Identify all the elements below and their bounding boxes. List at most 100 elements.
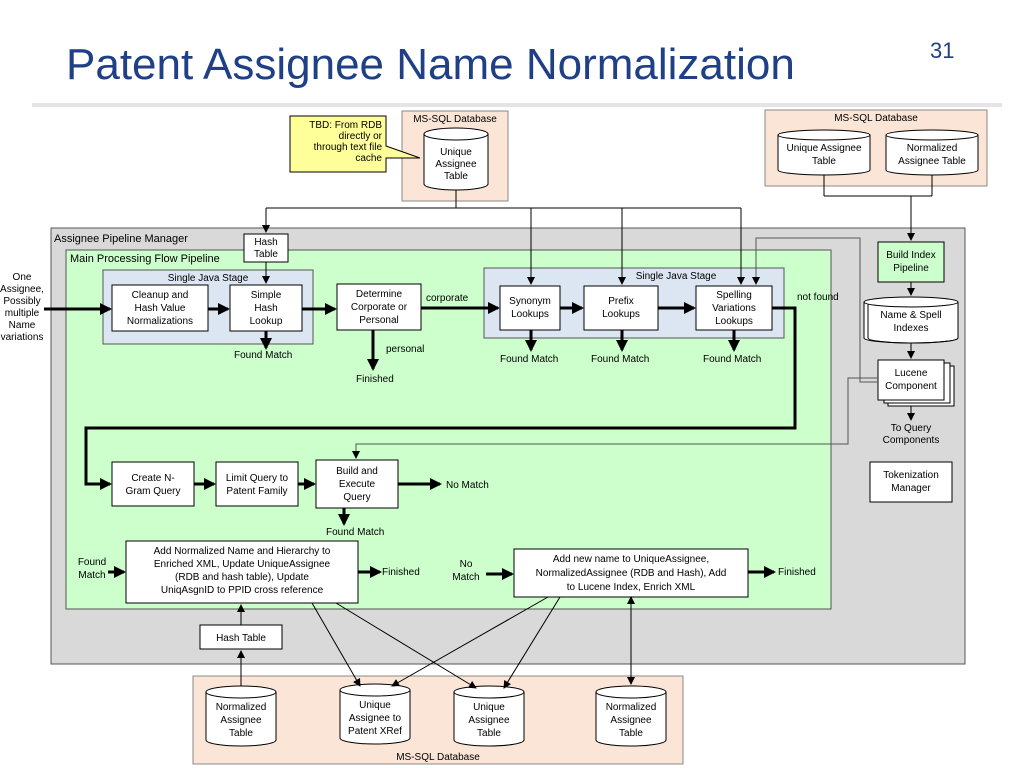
svg-text:Create N-: Create N- [131, 473, 174, 484]
svg-text:Hash Value: Hash Value [135, 303, 186, 314]
svg-text:Unique: Unique [359, 700, 391, 711]
svg-text:(RDB and hash table), Update: (RDB and hash table), Update [175, 572, 309, 583]
svg-text:Pipeline: Pipeline [893, 263, 929, 274]
personal-label: personal [386, 344, 424, 355]
svg-text:NormalizedAssignee (RDB and Ha: NormalizedAssignee (RDB and Hash), Add [536, 568, 727, 579]
found-match-label: Found Match [591, 354, 649, 365]
svg-text:Hash: Hash [254, 237, 277, 248]
svg-text:MS-SQL Database: MS-SQL Database [834, 113, 918, 124]
svg-text:Add Normalized Name and Hierar: Add Normalized Name and Hierarchy to [154, 546, 331, 557]
svg-text:Patent Family: Patent Family [226, 486, 287, 497]
svg-text:Hash: Hash [254, 303, 277, 314]
svg-text:Assignee Table: Assignee Table [898, 156, 966, 167]
svg-text:Unique Assignee: Unique Assignee [786, 143, 861, 154]
svg-text:Tokenization: Tokenization [883, 470, 939, 481]
add-new-name-box: Add new name to UniqueAssignee, Normaliz… [513, 548, 749, 598]
spelling-box: Spelling Variations Lookups [695, 285, 773, 331]
db-bottom-xref: Unique Assignee to Patent XRef [339, 683, 411, 745]
svg-text:variations: variations [1, 332, 44, 343]
build-index-box: Build Index Pipeline [877, 241, 945, 283]
ngram-box: Create N- Gram Query [111, 461, 195, 507]
db-top: MS-SQL Database Unique Assignee Table [401, 110, 509, 202]
db-bottom: MS-SQL Database Normalized Assignee Tabl… [192, 675, 684, 765]
db-top-label: MS-SQL Database [413, 114, 497, 125]
tokenization-manager: Tokenization Manager [869, 461, 953, 503]
svg-text:Determine: Determine [356, 289, 403, 300]
db-bottom-unique: Unique Assignee Table [453, 685, 525, 747]
svg-text:Table: Table [229, 728, 253, 739]
svg-text:Table: Table [254, 249, 278, 260]
svg-text:Assignee,: Assignee, [0, 284, 44, 295]
name-spell-indexes: Name & Spell Indexes [863, 296, 959, 344]
stage2-label: Single Java Stage [636, 271, 717, 282]
tbd-note: TBD: From RDB directly or through text f… [289, 115, 421, 173]
flow-labels: Found Match corporate personal Finished … [78, 292, 940, 583]
svg-text:Synonym: Synonym [509, 296, 551, 307]
svg-text:Assignee: Assignee [435, 159, 477, 170]
to-query-label: To Query [891, 423, 932, 434]
build-execute-box: Build and Execute Query [315, 459, 399, 509]
svg-text:Possibly: Possibly [3, 296, 40, 307]
db-right: MS-SQL Database Unique Assignee Table No… [764, 109, 988, 187]
stage1-label: Single Java Stage [168, 273, 249, 284]
svg-text:Hash Table: Hash Table [216, 633, 266, 644]
svg-text:Normalized: Normalized [216, 702, 267, 713]
svg-text:Name & Spell: Name & Spell [880, 310, 941, 321]
svg-text:through text file: through text file [314, 142, 383, 153]
title-divider [32, 103, 1002, 107]
simple-hash-box: Simple Hash Lookup [229, 284, 303, 332]
svg-text:Normalized: Normalized [907, 143, 958, 154]
svg-text:Query: Query [343, 492, 370, 503]
svg-text:Cleanup and: Cleanup and [132, 290, 189, 301]
svg-text:Table: Table [619, 728, 643, 739]
db-bottom-normalized-2: Normalized Assignee Table [595, 685, 667, 747]
cleanup-box: Cleanup and Hash Value Normalizations [111, 284, 209, 332]
slide-number: 31 [930, 38, 955, 63]
prefix-box: Prefix Lookups [583, 285, 659, 331]
svg-text:One: One [13, 272, 32, 283]
svg-text:Name: Name [9, 320, 36, 331]
svg-text:Manager: Manager [891, 483, 931, 494]
no-match-label: Match [452, 572, 479, 583]
svg-text:Lookups: Lookups [511, 309, 549, 320]
no-match-label: No [460, 559, 473, 570]
svg-text:Variations: Variations [712, 303, 756, 314]
svg-text:Assignee to: Assignee to [349, 713, 402, 724]
svg-text:Corporate or: Corporate or [351, 302, 408, 313]
svg-text:cache: cache [355, 153, 382, 164]
svg-text:Lookups: Lookups [715, 316, 753, 327]
to-query-label: Components [883, 435, 940, 446]
svg-text:Normalized: Normalized [606, 702, 657, 713]
svg-text:Spelling: Spelling [716, 290, 752, 301]
svg-text:Execute: Execute [339, 479, 376, 490]
corporate-label: corporate [426, 293, 469, 304]
input-label: One Assignee, Possibly multiple Name var… [0, 272, 44, 343]
svg-text:Gram Query: Gram Query [125, 486, 180, 497]
svg-text:TBD: From RDB: TBD: From RDB [309, 120, 382, 131]
svg-text:MS-SQL Database: MS-SQL Database [396, 752, 480, 763]
svg-text:Table: Table [444, 171, 468, 182]
svg-text:Lucene: Lucene [895, 368, 928, 379]
finished-label: Finished [382, 567, 420, 578]
finished-label: Finished [778, 567, 816, 578]
svg-text:Prefix: Prefix [608, 296, 634, 307]
found-match-label: Found Match [500, 354, 558, 365]
svg-text:Lookups: Lookups [602, 309, 640, 320]
limit-query-box: Limit Query to Patent Family [215, 461, 299, 507]
svg-text:Build Index: Build Index [886, 250, 935, 261]
svg-text:Limit Query to: Limit Query to [226, 473, 289, 484]
hash-table-bottom: Hash Table [199, 624, 283, 650]
pipeline-label: Main Processing Flow Pipeline [70, 253, 220, 265]
synonym-box: Synonym Lookups [499, 285, 561, 331]
db-right-unique-table: Unique Assignee Table [777, 129, 871, 176]
svg-text:Component: Component [885, 381, 937, 392]
found-match-label: Found Match [326, 527, 384, 538]
svg-text:directly or: directly or [339, 131, 383, 142]
svg-text:Indexes: Indexes [893, 323, 928, 334]
db-top-table: Unique Assignee Table [423, 127, 489, 191]
manager-label: Assignee Pipeline Manager [54, 233, 188, 245]
svg-text:Assignee: Assignee [468, 715, 510, 726]
svg-text:Lookup: Lookup [250, 316, 283, 327]
svg-text:UniqAsgnID to PPID cross refer: UniqAsgnID to PPID cross reference [161, 585, 324, 596]
